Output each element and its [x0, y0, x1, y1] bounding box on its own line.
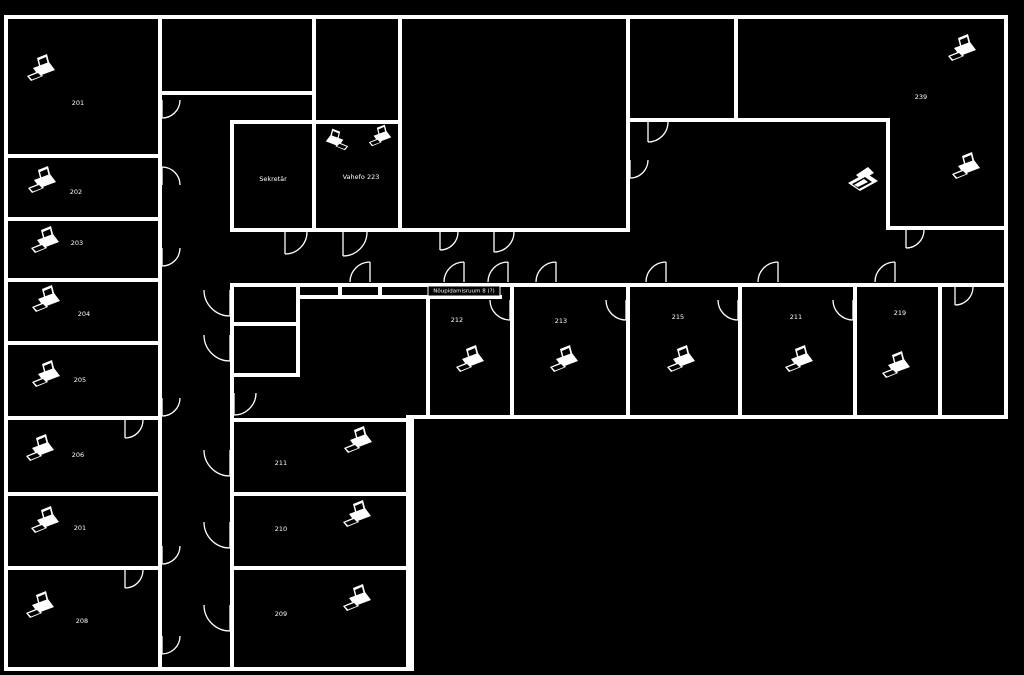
door-swing-icon — [954, 286, 974, 306]
door-swing-icon — [233, 392, 257, 416]
computer-workstation-icon — [32, 285, 60, 312]
door-swing-icon — [443, 261, 465, 283]
room-label-201a: 201 — [72, 99, 84, 107]
room-label-212: 212 — [451, 316, 463, 324]
interior-walls — [4, 15, 1008, 671]
computer-workstation-icon — [344, 426, 372, 453]
room-label-219: 219 — [894, 309, 906, 317]
computer-workstation-icon — [31, 226, 59, 253]
door-swing-icon — [161, 397, 181, 417]
door-swing-icon — [439, 231, 459, 251]
door-swing-icon — [535, 261, 557, 283]
door-swing-icon — [342, 231, 368, 257]
door-swing-icon — [284, 231, 308, 255]
room-label-239: 239 — [915, 93, 927, 101]
door-swing-icon — [124, 569, 144, 589]
computer-workstation-icon — [27, 54, 55, 81]
computer-workstation-icon — [343, 500, 371, 527]
room-labels: 201 202 203 204 205 206 201 208 211 210 … — [70, 93, 927, 625]
outer-walls — [4, 15, 1008, 671]
doors — [124, 99, 974, 655]
door-swing-icon — [493, 231, 515, 253]
computer-workstation-icon — [28, 166, 56, 193]
door-swing-icon — [161, 545, 181, 565]
computer-workstation-icon — [31, 506, 59, 533]
computer-workstation-icon — [26, 434, 54, 461]
door-swing-icon — [203, 521, 231, 549]
room-label-211: 211 — [275, 459, 287, 467]
door-swing-icon — [203, 449, 231, 477]
computer-workstation-icon — [952, 152, 980, 179]
computer-workstation-icon — [26, 591, 54, 618]
room-label-223: Vahefo 223 — [343, 173, 380, 181]
door-swing-icon — [832, 299, 854, 321]
computer-workstation-icon — [550, 345, 578, 372]
door-swing-icon — [349, 261, 371, 283]
equipment — [26, 34, 980, 618]
computer-workstation-icon — [456, 345, 484, 372]
door-swing-icon — [905, 229, 925, 249]
door-swing-icon — [717, 299, 739, 321]
room-label-206: 206 — [72, 451, 84, 459]
door-swing-icon — [161, 247, 181, 267]
door-swing-icon — [489, 299, 511, 321]
door-swing-icon — [629, 159, 649, 179]
door-swing-icon — [647, 121, 669, 143]
printer-icon — [848, 167, 878, 191]
room-label-217: 211 — [790, 313, 802, 321]
room-label-213: 213 — [555, 317, 567, 325]
door-swing-icon — [605, 299, 627, 321]
computer-workstation-icon — [882, 351, 910, 378]
computer-workstation-icon — [368, 124, 392, 147]
door-swing-icon — [124, 419, 144, 439]
computer-workstation-icon — [32, 360, 60, 387]
room-label-208: 208 — [76, 617, 88, 625]
computer-workstation-icon — [325, 128, 349, 151]
room-label-203: 203 — [71, 239, 83, 247]
room-label-204: 204 — [78, 310, 90, 318]
room-label-202: 202 — [70, 188, 82, 196]
door-swing-icon — [645, 261, 667, 283]
room-label-209: 209 — [275, 610, 287, 618]
door-swing-icon — [203, 289, 231, 317]
room-label-210: 210 — [275, 525, 287, 533]
computer-workstation-icon — [948, 34, 976, 61]
room-label-secretary: Sekretär — [259, 175, 287, 183]
door-swing-icon — [757, 261, 779, 283]
room-label-215: 215 — [672, 313, 684, 321]
door-swing-icon — [874, 261, 896, 283]
door-swing-icon — [161, 635, 181, 655]
door-swing-icon — [161, 99, 181, 119]
meeting-room-label-box — [427, 285, 501, 297]
room-label-201b: 201 — [74, 524, 86, 532]
door-swing-icon — [161, 166, 181, 186]
door-swing-icon — [203, 334, 231, 362]
door-swing-icon — [487, 261, 509, 283]
computer-workstation-icon — [785, 345, 813, 372]
computer-workstation-icon — [667, 345, 695, 372]
room-label-205: 205 — [74, 376, 86, 384]
computer-workstation-icon — [343, 584, 371, 611]
door-swing-icon — [203, 604, 231, 632]
room-label-meeting: Nõupidamisruum 8 (?) — [433, 289, 494, 295]
